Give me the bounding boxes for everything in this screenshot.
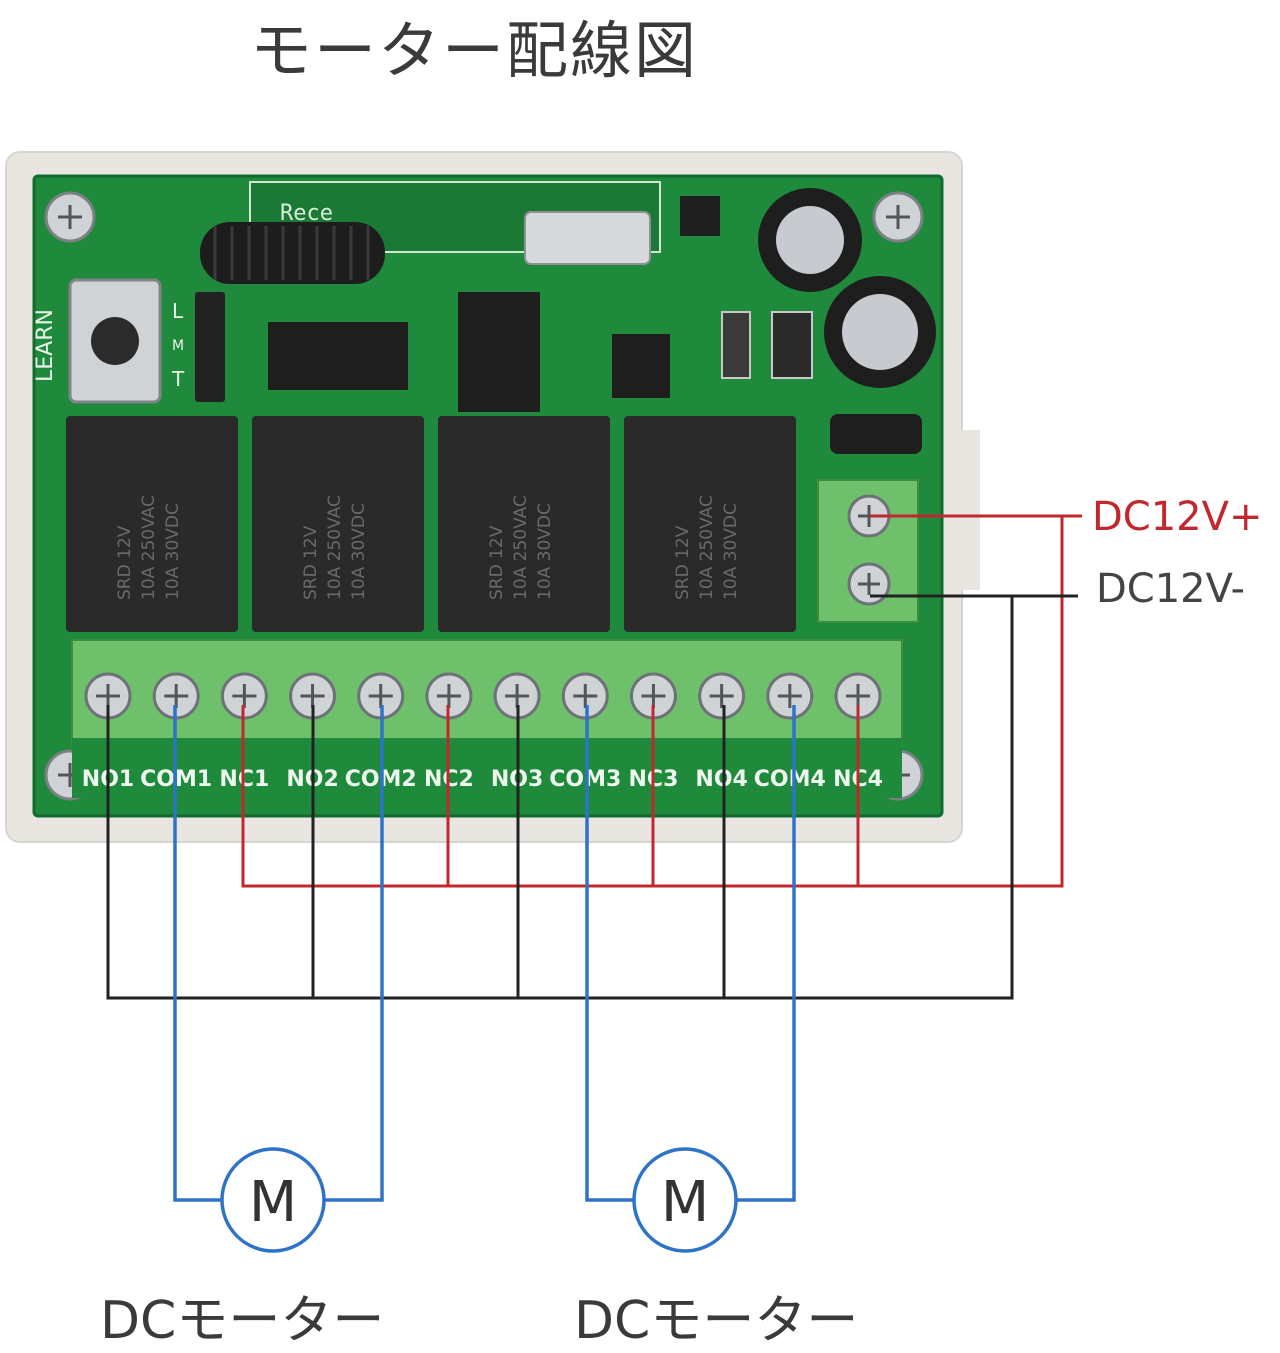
motor-1-symbol: M — [249, 1170, 297, 1235]
motor-2-wire — [585, 705, 796, 1202]
enclosure-tab — [958, 430, 980, 590]
relay-marking: 10A 30VDC — [721, 503, 741, 600]
motor-1-wire — [173, 705, 384, 1202]
screw-slot — [709, 684, 734, 708]
relay-1 — [66, 416, 238, 632]
power-positive-label: DC12V+ — [1092, 494, 1263, 540]
ic-chips — [268, 196, 922, 454]
screw-slot — [777, 684, 802, 708]
relay-marking: 10A 30VDC — [349, 503, 369, 600]
screw-slot — [164, 684, 189, 708]
relay-4 — [624, 416, 796, 632]
diode-d2 — [771, 311, 813, 379]
relay-marking: SRD 12V — [673, 525, 693, 600]
capacitor-c23 — [721, 311, 751, 379]
ic-q1 — [612, 334, 670, 398]
antenna-coil — [200, 222, 385, 284]
screw-slot — [368, 684, 393, 708]
crystal — [524, 211, 651, 265]
diode-d1 — [830, 414, 922, 454]
screw-slot — [300, 684, 325, 708]
negative-wire — [106, 594, 1078, 1000]
learn-label: LEARN — [33, 309, 58, 382]
relay-marking: 10A 250VAC — [697, 495, 717, 600]
relay-marking: SRD 12V — [301, 525, 321, 600]
jumper[interactable]: L M T — [171, 292, 225, 402]
relay-marking: SRD 12V — [487, 525, 507, 600]
motor-1-icon — [220, 1147, 326, 1253]
ic-u2 — [268, 322, 408, 390]
terminal-label-com4: COM4 — [754, 767, 826, 792]
relay-marking: 10A 250VAC — [325, 495, 345, 600]
capacitors — [758, 188, 936, 388]
motor-1: M — [220, 1147, 326, 1253]
terminal-label-no4: NO4 — [695, 767, 747, 792]
motor-2-icon — [632, 1147, 738, 1253]
terminal-label-strip — [72, 738, 902, 798]
screw-slot — [846, 684, 870, 708]
regulator — [680, 196, 720, 236]
relay-marking: SRD 12V — [115, 525, 135, 600]
jumper-label-l: L — [172, 299, 184, 323]
jumper-label-t: T — [171, 367, 185, 391]
page-title: モーター配線図 — [250, 14, 699, 87]
jumper-label-m: M — [172, 338, 184, 354]
motor-2: M — [632, 1147, 738, 1253]
motor-2-symbol: M — [661, 1170, 709, 1235]
button-cap-icon — [91, 317, 139, 365]
power-negative-label: DC12V- — [1096, 566, 1246, 612]
positive-wire — [241, 514, 1064, 888]
screw-slot — [641, 684, 666, 708]
module-label: Rece — [280, 201, 333, 226]
relay-marking: 10A 30VDC — [535, 503, 555, 600]
ic-u3 — [458, 292, 540, 412]
screw-slot — [573, 684, 598, 708]
relay-marking: 10A 250VAC — [511, 495, 531, 600]
relay-marking: 10A 30VDC — [163, 503, 183, 600]
screw-slot — [96, 684, 120, 708]
screw-slot — [505, 684, 530, 708]
power-terminal — [817, 479, 919, 623]
motor-1-caption: DCモーター — [100, 1291, 385, 1351]
screw-slot — [436, 684, 461, 708]
wires — [106, 514, 1082, 1202]
motor-2-caption: DCモーター — [574, 1291, 859, 1351]
relay-2 — [252, 416, 424, 632]
screw-slot — [232, 684, 257, 708]
relay-3 — [438, 416, 610, 632]
relay-marking: 10A 250VAC — [139, 495, 159, 600]
